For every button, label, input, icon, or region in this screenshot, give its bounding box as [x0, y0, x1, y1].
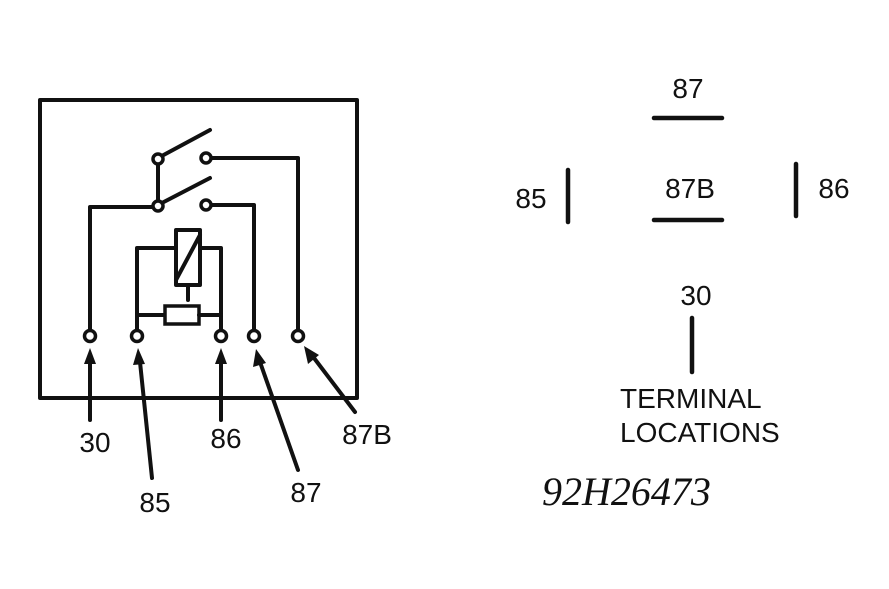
arrow-87	[258, 360, 300, 472]
wire-coil-to-86	[198, 246, 223, 335]
switch-arm-upper	[156, 128, 212, 160]
terminal-loc-85-label: 85	[515, 183, 546, 214]
pin-label-30: 30	[79, 427, 110, 458]
relay-schematic: 30 85 86 87 87B	[38, 98, 392, 518]
wire-87	[205, 203, 256, 335]
arrowhead-85	[133, 348, 145, 365]
terminal-87	[246, 328, 262, 344]
switch-arm-lower	[156, 176, 212, 207]
terminal-loc-86-label: 86	[818, 173, 849, 204]
contact-nc	[199, 151, 213, 165]
arrow-87b	[312, 356, 357, 414]
pin-label-87b: 87B	[342, 419, 392, 450]
resistor-symbol	[163, 304, 201, 326]
terminal-86	[213, 328, 229, 344]
terminal-loc-30-label: 30	[680, 280, 711, 311]
contact-common-upper	[151, 152, 165, 166]
arrowhead-30	[84, 348, 96, 364]
relay-housing	[38, 98, 359, 400]
arrowhead-86	[215, 348, 227, 364]
contact-common-lower	[151, 199, 165, 213]
terminal-85	[129, 328, 145, 344]
coil-symbol	[174, 228, 202, 287]
terminal-locations-caption-line2: LOCATIONS	[620, 417, 780, 448]
terminal-loc-87-label: 87	[672, 73, 703, 104]
coil-diagonal	[174, 233, 202, 282]
terminal-30	[82, 328, 98, 344]
leader-arrows	[84, 346, 357, 480]
wire-87b	[205, 156, 300, 335]
arrow-85	[138, 360, 154, 480]
wire-85-to-coil	[135, 246, 178, 335]
terminal-locations-caption-line1: TERMINAL	[620, 383, 762, 414]
arrowhead-87b	[304, 346, 319, 364]
arrowhead-87	[253, 349, 266, 367]
contact-no	[199, 198, 213, 212]
pin-label-85: 85	[139, 487, 170, 518]
pin-label-87: 87	[290, 477, 321, 508]
terminal-loc-87b-label: 87B	[665, 173, 715, 204]
pin-label-86: 86	[210, 423, 241, 454]
terminal-locations: 87 87B 85 86 30 TERMINAL LOCATIONS	[515, 73, 849, 448]
wire-30-to-common	[88, 205, 160, 335]
terminal-87b	[290, 328, 306, 344]
figure-code: 92H26473	[542, 469, 711, 514]
